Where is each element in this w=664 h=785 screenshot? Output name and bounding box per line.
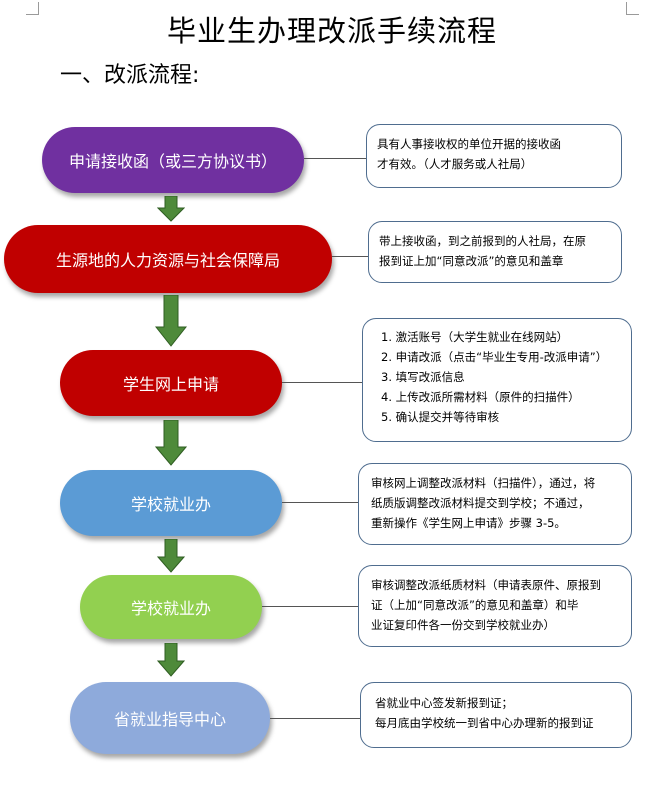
flow-note-school-employment-office-paper: 审核调整改派纸质材料（申请表原件、原报到 证（上加“同意改派”的意见和盖章）和毕… bbox=[358, 565, 632, 647]
note-line: 才有效。（人才服务或人社局） bbox=[377, 157, 533, 171]
note-line: 业证复印件各一份交到学校就业办） bbox=[371, 618, 555, 632]
down-arrow-icon bbox=[155, 295, 187, 347]
note-line: 证（上加“同意改派”的意见和盖章）和毕 bbox=[371, 598, 579, 612]
flow-node-label: 学校就业办 bbox=[130, 495, 211, 514]
connector-line bbox=[282, 382, 362, 383]
page-corner-mark-left bbox=[26, 2, 39, 15]
down-arrow-icon bbox=[157, 196, 185, 222]
note-line: 省就业中心签发新报到证； bbox=[375, 696, 513, 710]
down-arrow-icon bbox=[155, 420, 187, 466]
down-arrow-icon bbox=[157, 539, 185, 573]
flow-note-student-online-application: 1. 激活账号（大学生就业在线网站） 2. 申请改派（点击“毕业生专用-改派申请… bbox=[362, 318, 632, 442]
connector-line bbox=[262, 606, 358, 607]
connector-line bbox=[270, 718, 360, 719]
flow-node-label: 生源地的人力资源与社会保障局 bbox=[55, 251, 280, 270]
connector-line bbox=[304, 158, 366, 159]
flow-node-student-online-application: 学生网上申请 bbox=[60, 350, 282, 416]
flow-node-label: 省就业指导中心 bbox=[113, 710, 226, 729]
page-title: 毕业生办理改派手续流程 bbox=[166, 14, 497, 48]
section-heading: 一、改派流程: bbox=[60, 63, 200, 88]
flow-note-provincial-employment-center: 省就业中心签发新报到证； 每月底由学校统一到省中心办理新的报到证 bbox=[360, 682, 632, 748]
note-line: 报到证上加“同意改派”的意见和盖章 bbox=[379, 254, 564, 268]
note-line: 3. 填写改派信息 bbox=[381, 370, 465, 384]
note-line: 审核调整改派纸质材料（申请表原件、原报到 bbox=[371, 578, 601, 592]
note-line: 审核网上调整改派材料（扫描件），通过，将 bbox=[371, 476, 596, 490]
flow-node-label: 学生网上申请 bbox=[122, 375, 219, 394]
note-line: 5. 确认提交并等待审核 bbox=[381, 410, 500, 424]
flow-note-apply-receipt-letter: 具有人事接收权的单位开据的接收函 才有效。（人才服务或人社局） bbox=[366, 124, 622, 188]
flow-note-school-employment-office-online: 审核网上调整改派材料（扫描件），通过，将 纸质版调整改派材料提交到学校；不通过，… bbox=[358, 463, 632, 545]
note-line: 具有人事接收权的单位开据的接收函 bbox=[377, 137, 561, 151]
flow-node-apply-receipt-letter: 申请接收函（或三方协议书） bbox=[42, 127, 304, 193]
note-line: 1. 激活账号（大学生就业在线网站） bbox=[381, 330, 569, 344]
flow-node-label: 学校就业办 bbox=[130, 599, 211, 618]
connector-line bbox=[332, 256, 368, 257]
flow-node-label: 申请接收函（或三方协议书） bbox=[68, 152, 277, 171]
flow-note-human-resources-bureau: 带上接收函，到之前报到的人社局，在原 报到证上加“同意改派”的意见和盖章 bbox=[368, 221, 622, 283]
note-line: 重新操作《学生网上申请》步骤 3-5。 bbox=[371, 516, 566, 530]
flow-node-human-resources-bureau: 生源地的人力资源与社会保障局 bbox=[4, 225, 332, 293]
down-arrow-icon bbox=[157, 643, 185, 677]
note-line: 4. 上传改派所需材料（原件的扫描件） bbox=[381, 390, 580, 404]
page-corner-mark-right bbox=[626, 2, 639, 15]
flow-node-school-employment-office-online: 学校就业办 bbox=[60, 470, 282, 536]
note-line: 纸质版调整改派材料提交到学校；不通过， bbox=[371, 496, 590, 510]
flow-node-provincial-employment-center: 省就业指导中心 bbox=[70, 682, 270, 754]
note-line: 每月底由学校统一到省中心办理新的报到证 bbox=[375, 716, 594, 730]
note-line: 2. 申请改派（点击“毕业生专用-改派申请”） bbox=[381, 350, 608, 364]
note-line: 带上接收函，到之前报到的人社局，在原 bbox=[379, 234, 586, 248]
connector-line bbox=[282, 502, 358, 503]
flow-node-school-employment-office-paper: 学校就业办 bbox=[80, 575, 262, 639]
